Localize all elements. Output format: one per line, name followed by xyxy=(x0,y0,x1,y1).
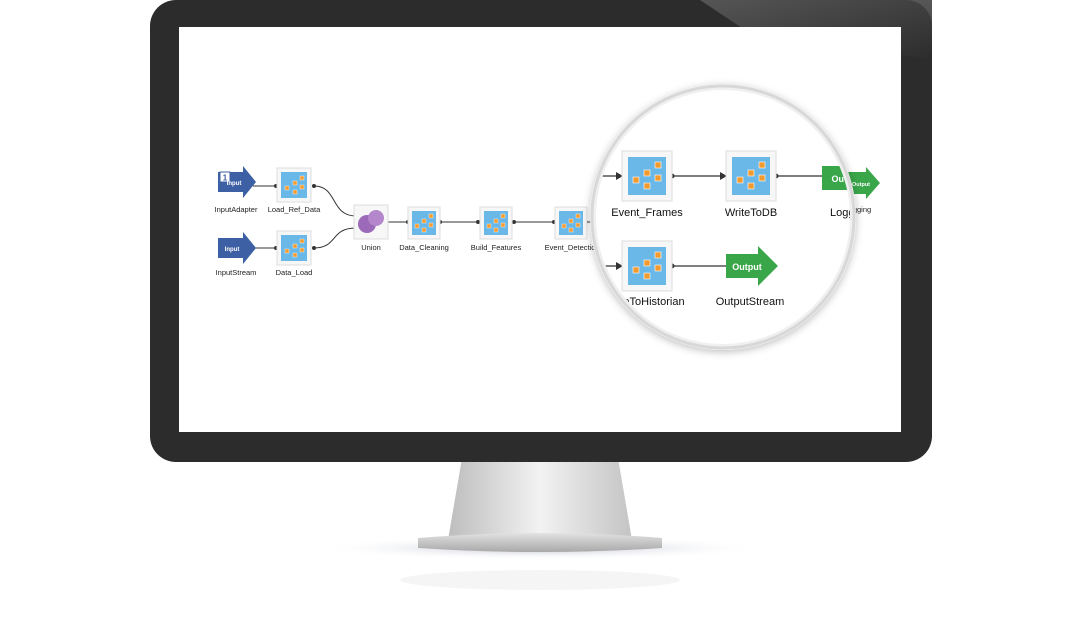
node-input-stream[interactable]: Input InputStream xyxy=(216,232,257,277)
node-tag: Output xyxy=(852,182,870,188)
monitor-stand xyxy=(310,458,770,590)
badge-count: 1 xyxy=(223,174,228,183)
union-icon xyxy=(358,210,384,233)
magnified-flow: Event_Frames WriteToDB Outp Logg eToHis xyxy=(596,150,878,308)
node-label: Data_Load xyxy=(276,268,313,277)
node-label: Load_Ref_Data xyxy=(268,205,321,214)
node-label: Union xyxy=(361,243,381,252)
flow-edges xyxy=(253,185,600,249)
node-label: Event_Detectio xyxy=(545,243,596,252)
node-output-stream[interactable]: Output OutputStream xyxy=(716,246,784,308)
node-event-detection[interactable]: Event_Detectio xyxy=(545,206,596,252)
node-tag: Input xyxy=(227,181,242,187)
connector-dot-icon xyxy=(512,220,516,224)
node-label: Logg xyxy=(830,207,854,219)
node-label: Build_Features xyxy=(471,243,522,252)
node-write-to-historian[interactable]: eToHistorian xyxy=(621,240,685,308)
node-logging[interactable]: Outp Logg xyxy=(822,158,878,219)
node-tag: Output xyxy=(732,262,762,272)
node-data-cleaning[interactable]: Data_Cleaning xyxy=(399,206,449,252)
node-label: eToHistorian xyxy=(623,296,684,308)
node-data-load[interactable]: Data_Load xyxy=(276,230,313,277)
node-write-to-db[interactable]: WriteToDB xyxy=(725,150,777,219)
connector-dot-icon xyxy=(720,172,727,180)
node-union[interactable]: Union xyxy=(353,204,389,252)
output-arrow-icon xyxy=(822,158,850,198)
node-input-adapter[interactable]: 1 Input InputAdapter xyxy=(215,166,258,214)
node-build-features[interactable]: Build_Features xyxy=(471,206,522,252)
node-label: WriteToDB xyxy=(725,207,777,219)
node-label: OutputStream xyxy=(716,296,784,308)
magnifier-lens: Event_Frames WriteToDB Outp Logg eToHis xyxy=(590,84,878,350)
node-label: Event_Frames xyxy=(611,207,683,219)
flow-canvas: 1 Input InputAdapter Input InputStream L… xyxy=(215,166,880,277)
node-load-ref-data[interactable]: Load_Ref_Data xyxy=(268,167,321,214)
connector-dot-icon xyxy=(616,172,623,180)
connector-dot-icon xyxy=(312,184,316,188)
node-tag: Outp xyxy=(832,174,853,184)
connector-dot-icon xyxy=(476,220,480,224)
connector-dot-icon xyxy=(616,262,623,270)
node-event-frames[interactable]: Event_Frames xyxy=(611,150,683,219)
input-arrow-icon xyxy=(218,232,256,264)
output-arrow-icon xyxy=(726,246,778,286)
node-label: Data_Cleaning xyxy=(399,243,449,252)
node-label: InputAdapter xyxy=(215,205,258,214)
output-arrow-icon xyxy=(848,167,880,199)
node-tag: Input xyxy=(225,247,240,253)
connector-dot-icon xyxy=(312,246,316,250)
node-logging-small[interactable]: Output gging xyxy=(848,167,880,214)
node-label: gging xyxy=(853,205,871,214)
node-label: InputStream xyxy=(216,268,257,277)
